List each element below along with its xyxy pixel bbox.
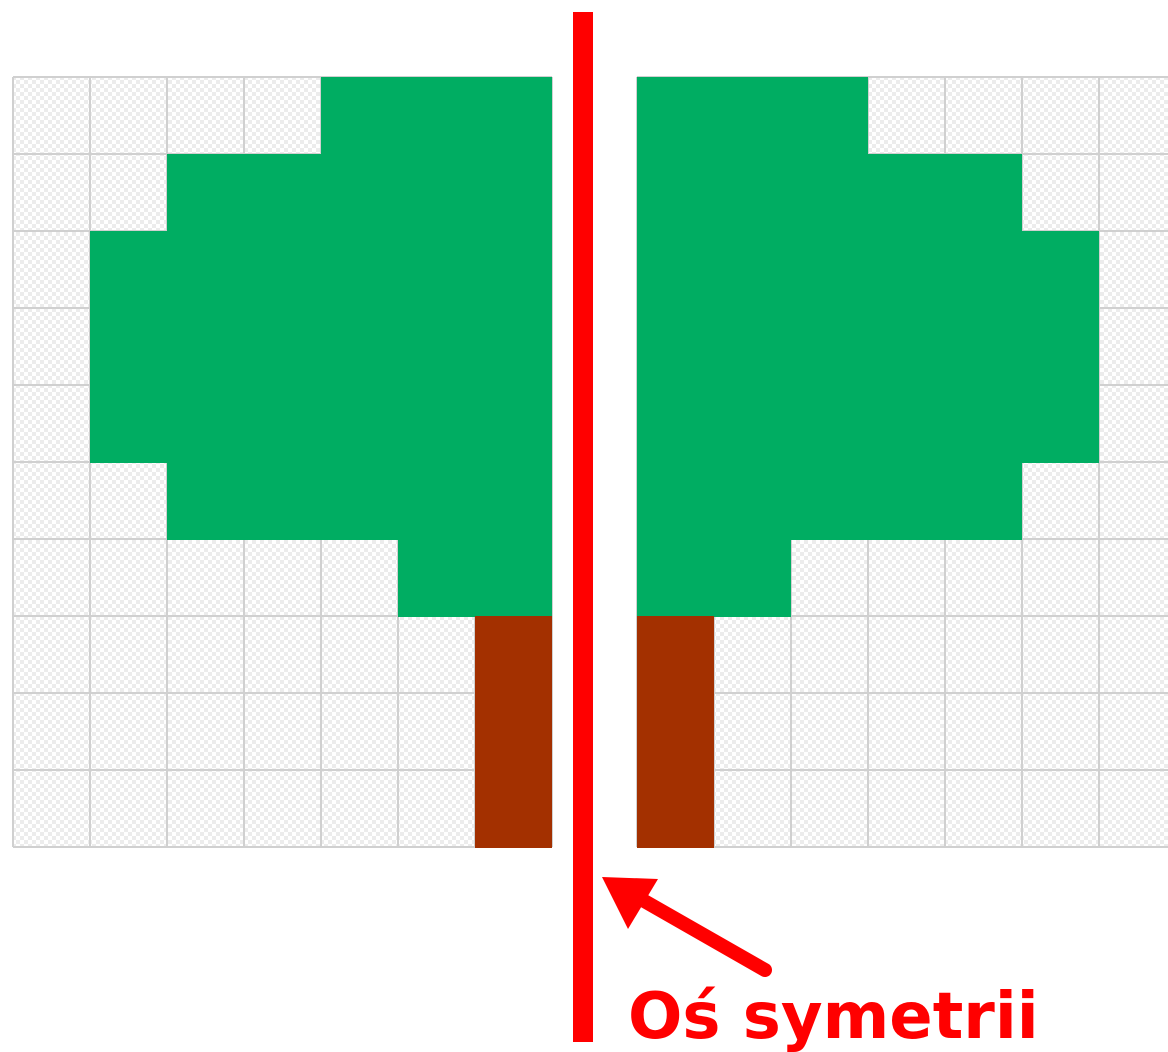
symmetry-axis-line (573, 12, 593, 1042)
axis-pointer-arrow (602, 877, 772, 977)
axis-label: Oś symetrii (628, 980, 1039, 1052)
right-tree-foliage-row (637, 154, 1022, 232)
left-tree-trunk-row (475, 770, 552, 848)
left-tree-foliage-row (90, 231, 552, 309)
right-tree-foliage-row (637, 231, 1099, 309)
right-tree-grid-mirrored (636, 76, 1168, 848)
left-tree-foliage-row (167, 462, 552, 540)
left-tree-trunk-row (475, 616, 552, 694)
right-tree-foliage-row (637, 539, 791, 617)
right-tree-foliage-row (637, 308, 1099, 386)
right-tree-foliage-row (637, 462, 1022, 540)
left-tree-trunk-row (475, 693, 552, 771)
left-tree-foliage-row (90, 308, 552, 386)
right-tree-trunk-row (637, 616, 714, 694)
right-tree-trunk-row (637, 693, 714, 771)
left-tree-foliage-row (398, 539, 552, 617)
right-tree-foliage-row (637, 77, 868, 155)
left-tree-foliage-row (321, 77, 552, 155)
left-tree-foliage-row (167, 154, 552, 232)
left-tree-foliage-row (90, 385, 552, 463)
right-tree-foliage-row (637, 385, 1099, 463)
left-tree-grid (12, 76, 553, 848)
right-tree-trunk-row (637, 770, 714, 848)
